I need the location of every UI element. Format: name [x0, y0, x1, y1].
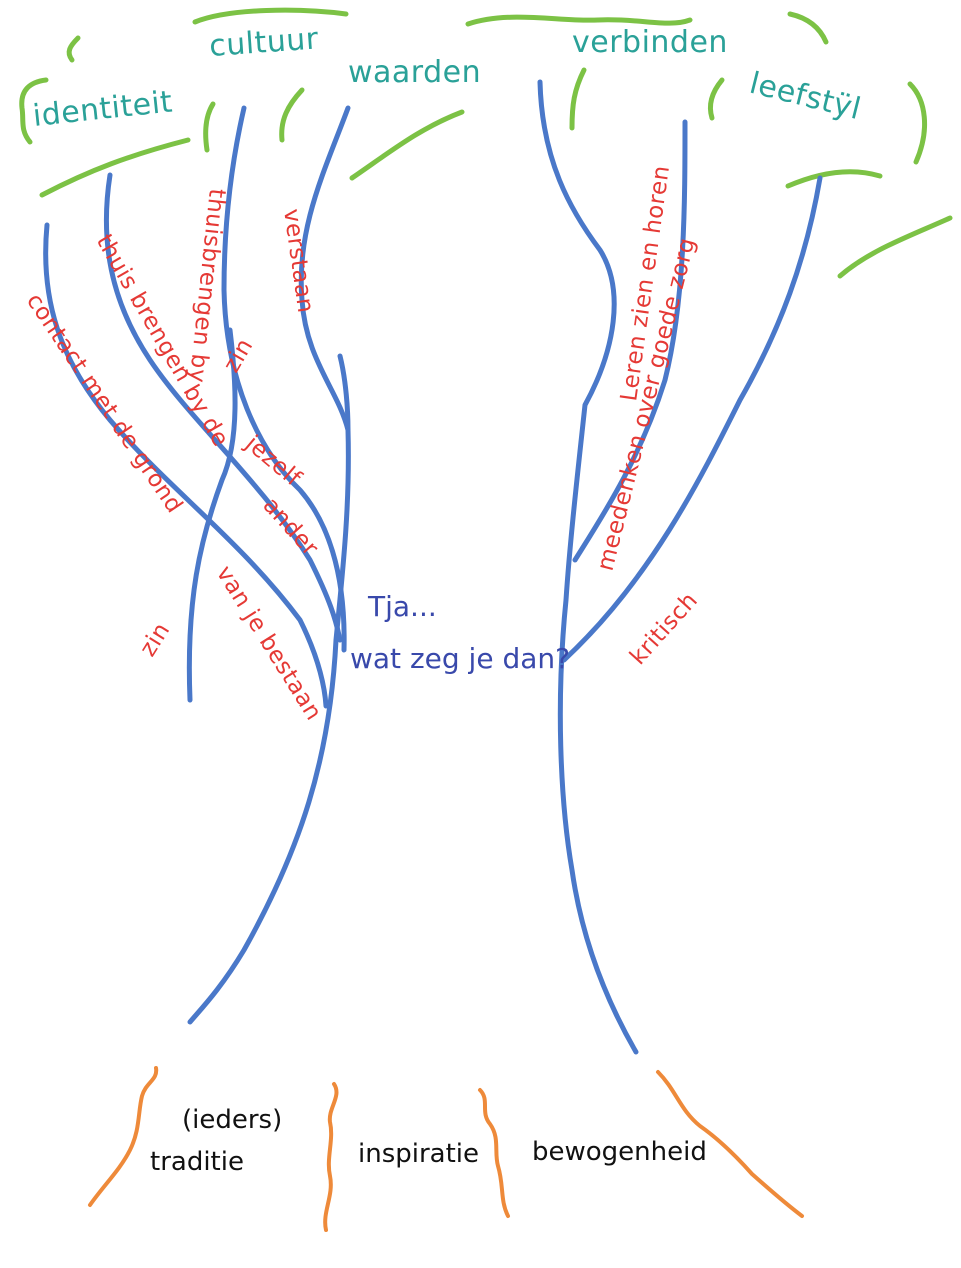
- label-ander: ander: [258, 493, 324, 562]
- branch: [186, 327, 238, 703]
- label-bewogenheid: bewogenheid: [532, 1137, 707, 1167]
- roots: [88, 1066, 804, 1232]
- leaf-stroke: [66, 35, 81, 63]
- root-stroke: [323, 1082, 339, 1232]
- leaf-stroke: [19, 77, 49, 145]
- leaf-stroke: [192, 7, 349, 25]
- label-verstaan: verstaan: [278, 207, 318, 315]
- branch: [337, 353, 351, 433]
- center-text: Tja... wat zeg je dan?: [350, 590, 570, 675]
- label-kritisch: kritisch: [625, 587, 703, 670]
- leaf-stroke: [279, 87, 305, 143]
- leaf-stroke: [907, 81, 928, 165]
- leaf-stroke: [203, 101, 216, 153]
- root-stroke: [478, 1088, 510, 1218]
- branch: [43, 222, 329, 709]
- leaf-stroke: [707, 77, 725, 121]
- branch: [561, 175, 823, 663]
- leaf-stroke: [837, 215, 953, 279]
- label-cultuur: cultuur: [208, 21, 320, 64]
- leaf-stroke: [569, 67, 587, 131]
- label-waarden: waarden: [348, 55, 481, 90]
- label-inspiratie: inspiratie: [358, 1139, 479, 1169]
- label-ieders: (ieders): [182, 1105, 282, 1135]
- branch: [221, 105, 347, 653]
- label-verbinden: verbinden: [572, 25, 728, 60]
- branch: [103, 172, 343, 643]
- branch: [572, 119, 688, 563]
- leaf-stroke: [39, 137, 191, 198]
- label-zin-bottom: zin: [135, 618, 175, 661]
- label-leefstijl: leefstÿl: [746, 66, 864, 127]
- leaf-stroke: [787, 11, 829, 45]
- trunk-and-branches: [43, 79, 823, 1055]
- leaf-strokes: [19, 7, 953, 279]
- root-stroke: [88, 1066, 159, 1207]
- leaf-stroke: [465, 14, 693, 27]
- label-traditie: traditie: [150, 1147, 244, 1177]
- center-line-2: wat zeg je dan?: [350, 642, 570, 675]
- leaf-stroke: [349, 109, 465, 181]
- label-identiteit: identiteit: [31, 84, 174, 133]
- center-line-1: Tja...: [367, 590, 437, 623]
- root-stroke: [656, 1070, 804, 1218]
- trunk-left: [187, 105, 351, 1025]
- trunk-right: [537, 79, 639, 1055]
- label-zin-top: zin: [219, 334, 259, 377]
- root-labels: (ieders) traditie inspiratie bewogenheid: [150, 1105, 707, 1177]
- leaf-stroke: [785, 169, 883, 189]
